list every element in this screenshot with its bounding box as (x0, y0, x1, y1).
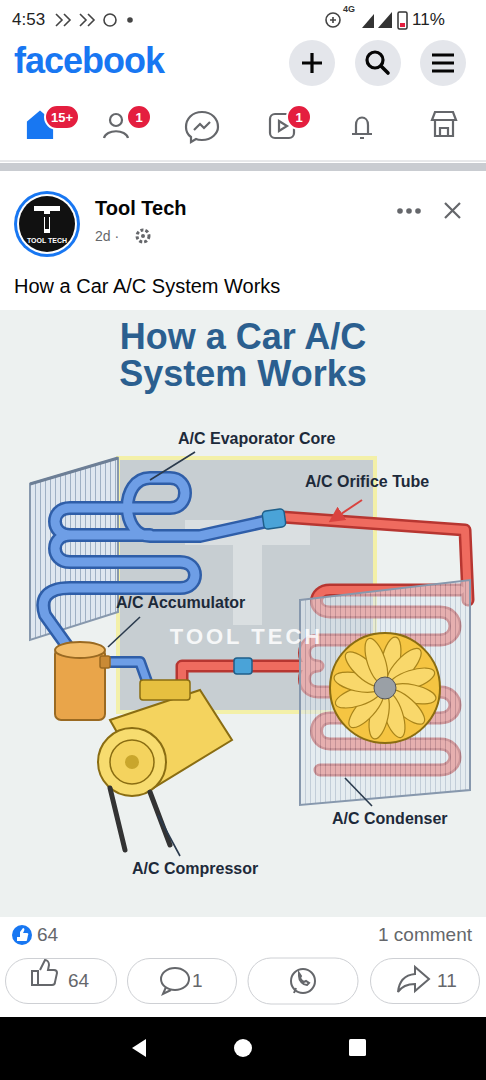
part-name: A/C Orifice Tube (305, 473, 429, 491)
notification-badge: 15+ (44, 104, 80, 130)
like-button: 64 (5, 958, 117, 1004)
node-text: 11 (437, 970, 457, 992)
node-text: 64 (68, 970, 89, 992)
part-name: A/C Condenser (332, 810, 448, 828)
nav-bar (0, 1017, 486, 1080)
feed-separator (0, 163, 486, 171)
part-name: A/C Accumulator (116, 594, 245, 612)
comment-count: 1 comment (290, 924, 472, 946)
node-text: 1 (135, 110, 142, 125)
battery-level: 11% (412, 10, 445, 30)
orifice-tube (262, 509, 286, 530)
accumulator (55, 642, 110, 720)
signal-icons (362, 12, 407, 29)
diagram-title: How a Car A/C System Works (63, 318, 423, 392)
nav-buttons (132, 1039, 366, 1057)
share-button: 11 (370, 958, 480, 1004)
status-icons (56, 13, 340, 27)
diagram-ground (0, 310, 486, 917)
tab-icons (28, 112, 456, 142)
avatar-text: TOOL TECH (17, 237, 77, 245)
condenser (234, 580, 470, 805)
gear-icon (137, 230, 149, 242)
header-buttons (289, 40, 466, 86)
compressor (98, 680, 232, 850)
node-text: 15+ (51, 110, 73, 125)
condenser-fan (330, 633, 440, 743)
fan-hub (374, 677, 396, 699)
comment-button: 1 (127, 958, 237, 1004)
part-name: A/C Evaporator Core (178, 430, 335, 448)
reaction-count: 64 (37, 924, 58, 946)
clock-time: 4:53 (12, 10, 45, 30)
node-text: 1 (192, 970, 203, 992)
node-text: 1 (295, 110, 302, 125)
notification-badge: 1 (126, 104, 152, 130)
tab-divider (0, 161, 486, 162)
notification-badge: 1 (286, 104, 312, 130)
app-logo: facebook (14, 40, 164, 81)
page-avatar (14, 191, 80, 257)
like-reaction (12, 925, 32, 945)
page-name: Tool Tech (95, 197, 186, 220)
part-name: A/C Compressor (132, 860, 258, 878)
post-time: 2d · (95, 228, 119, 244)
low-pressure-pipes (43, 478, 272, 690)
watermark: TOOL TECH (118, 624, 375, 649)
post-menu (397, 203, 460, 218)
network-type: 4G (343, 4, 355, 14)
post-text: How a Car A/C System Works (14, 275, 280, 298)
leader-lines (108, 452, 372, 856)
